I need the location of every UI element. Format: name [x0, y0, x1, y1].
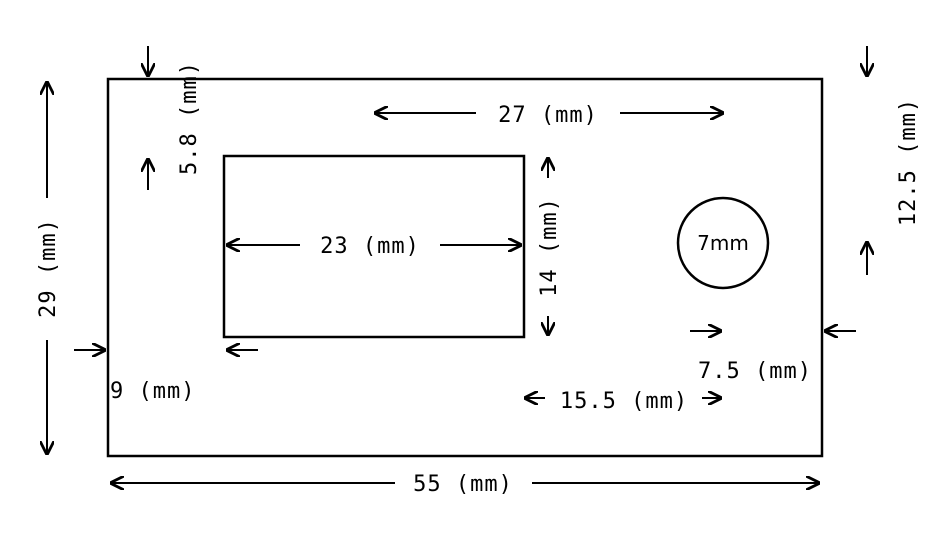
span-27-dimension: 27 (mm)	[374, 103, 724, 128]
hole-right-offset-dimension: 7.5 (mm)	[690, 331, 856, 384]
hole-span-label: 15.5 (mm)	[560, 389, 688, 414]
window-top-offset-dimension: 5.8 (mm)	[148, 46, 202, 190]
window-width-dimension: 23 (mm)	[226, 234, 522, 259]
rect-window	[222, 154, 526, 339]
hole-right-offset-label: 7.5 (mm)	[698, 359, 812, 384]
span-27-label: 27 (mm)	[498, 103, 598, 128]
overall-width-label: 55 (mm)	[413, 472, 513, 497]
window-height-label: 14 (mm)	[537, 197, 562, 297]
window-width-label: 23 (mm)	[320, 234, 420, 259]
window-height-dimension: 14 (mm)	[537, 157, 562, 336]
overall-height-label: 29 (mm)	[36, 218, 61, 318]
plate-outline	[106, 77, 824, 458]
hole-top-offset-label: 12.5 (mm)	[896, 98, 921, 226]
hole-diameter-label: 7mm	[697, 231, 749, 255]
round-hole	[676, 196, 770, 290]
overall-height-dimension: 29 (mm)	[36, 81, 61, 455]
overall-width-dimension: 55 (mm)	[110, 472, 820, 497]
hole-top-offset-dimension: 12.5 (mm)	[867, 46, 921, 275]
window-left-offset-label: 9 (mm)	[110, 379, 195, 404]
hole-span-dimension: 15.5 (mm)	[524, 389, 722, 414]
window-top-offset-label: 5.8 (mm)	[177, 61, 202, 175]
window-left-offset-dimension: 9 (mm)	[74, 350, 258, 404]
